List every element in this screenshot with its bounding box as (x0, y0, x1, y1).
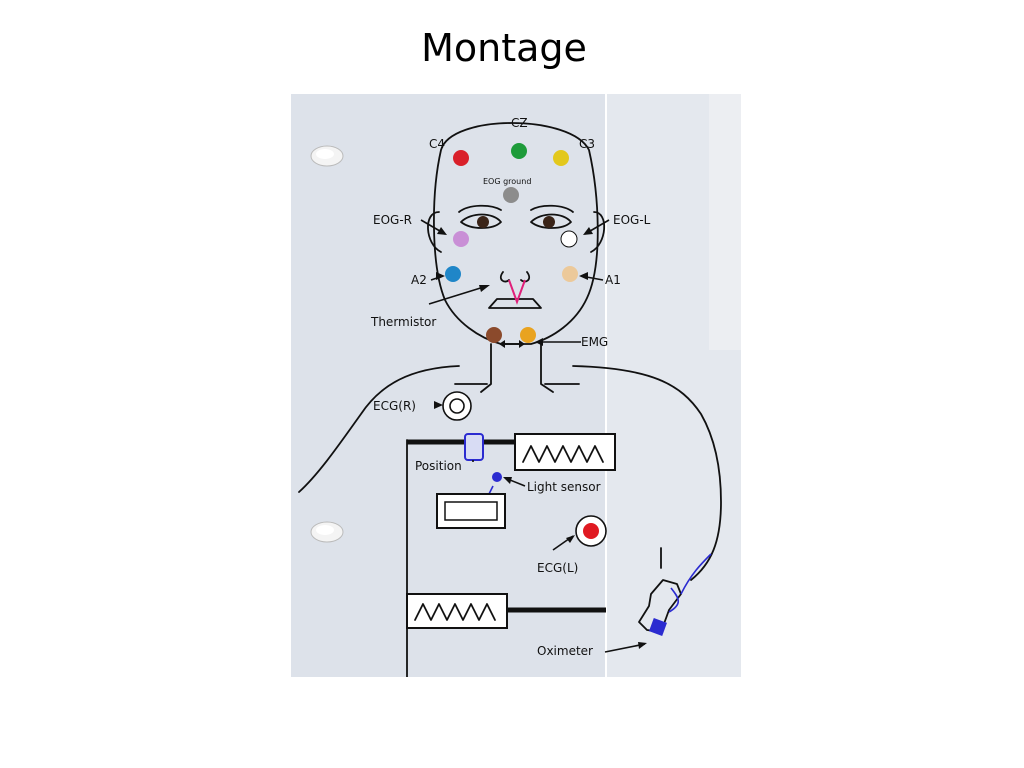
right-eyebrow (458, 204, 502, 213)
electrode-emg-right-side (486, 327, 502, 343)
label-light-sensor: Light sensor (527, 480, 601, 494)
label-eog-ground: EOG ground (483, 177, 531, 186)
montage-diagram: CZ C4 C3 EOG ground EOG-R EOG-L A2 A1 Th… (291, 94, 741, 677)
electrode-a1 (562, 266, 578, 282)
thermistor-sensor (508, 279, 526, 305)
right-eye (460, 213, 502, 229)
label-ecg-l: ECG(L) (537, 561, 578, 575)
binder-hole-bottom (310, 521, 344, 543)
label-c3: C3 (579, 137, 595, 151)
left-eye (530, 213, 572, 229)
label-a2: A2 (411, 273, 427, 287)
electrode-eog-l (560, 230, 578, 248)
recorder-box-inner (444, 501, 498, 521)
left-eyebrow (530, 204, 574, 213)
oximeter-hand (638, 553, 712, 636)
light-sensor-dot (492, 472, 502, 482)
electrode-c4 (453, 150, 469, 166)
left-ear (590, 211, 606, 253)
left-shoulder-arm (572, 365, 722, 581)
label-a1: A1 (605, 273, 621, 287)
mouth (488, 298, 542, 309)
electrode-c3 (553, 150, 569, 166)
emg-arrowheads (499, 340, 525, 348)
right-ear (427, 211, 442, 253)
label-c4: C4 (429, 137, 445, 151)
nose (499, 271, 531, 283)
arrowheads (434, 227, 647, 649)
lower-belt-zigzag (414, 603, 496, 621)
label-cz: CZ (511, 116, 528, 130)
electrode-a2 (445, 266, 461, 282)
neck-right (480, 343, 492, 393)
label-ecg-r: ECG(R) (373, 399, 416, 413)
lower-belt-sensor-box (406, 593, 508, 629)
ecg-l-electrode (575, 515, 607, 547)
montage-svg: CZ C4 C3 EOG ground EOG-R EOG-L A2 A1 Th… (298, 94, 741, 677)
position-sensor (464, 433, 484, 461)
electrode-eog-ground (503, 187, 519, 203)
label-eog-r: EOG-R (373, 213, 412, 227)
ecg-r-electrode (442, 391, 472, 421)
label-position: Position (415, 459, 462, 473)
right-shoulder-arm (298, 365, 460, 493)
paper-strip (709, 94, 741, 350)
binder-hole-top (310, 145, 344, 167)
label-thermistor: Thermistor (370, 315, 436, 329)
electrode-emg-left-side (520, 327, 536, 343)
electrode-eog-r (453, 231, 469, 247)
label-eog-l: EOG-L (613, 213, 651, 227)
slide-title: Montage (421, 26, 587, 70)
label-emg: EMG (581, 335, 608, 349)
neck-left (540, 343, 554, 393)
upper-belt-zigzag (522, 445, 604, 463)
electrode-cz (511, 143, 527, 159)
pointer-arrows (420, 219, 646, 653)
label-oximeter: Oximeter (537, 644, 593, 658)
